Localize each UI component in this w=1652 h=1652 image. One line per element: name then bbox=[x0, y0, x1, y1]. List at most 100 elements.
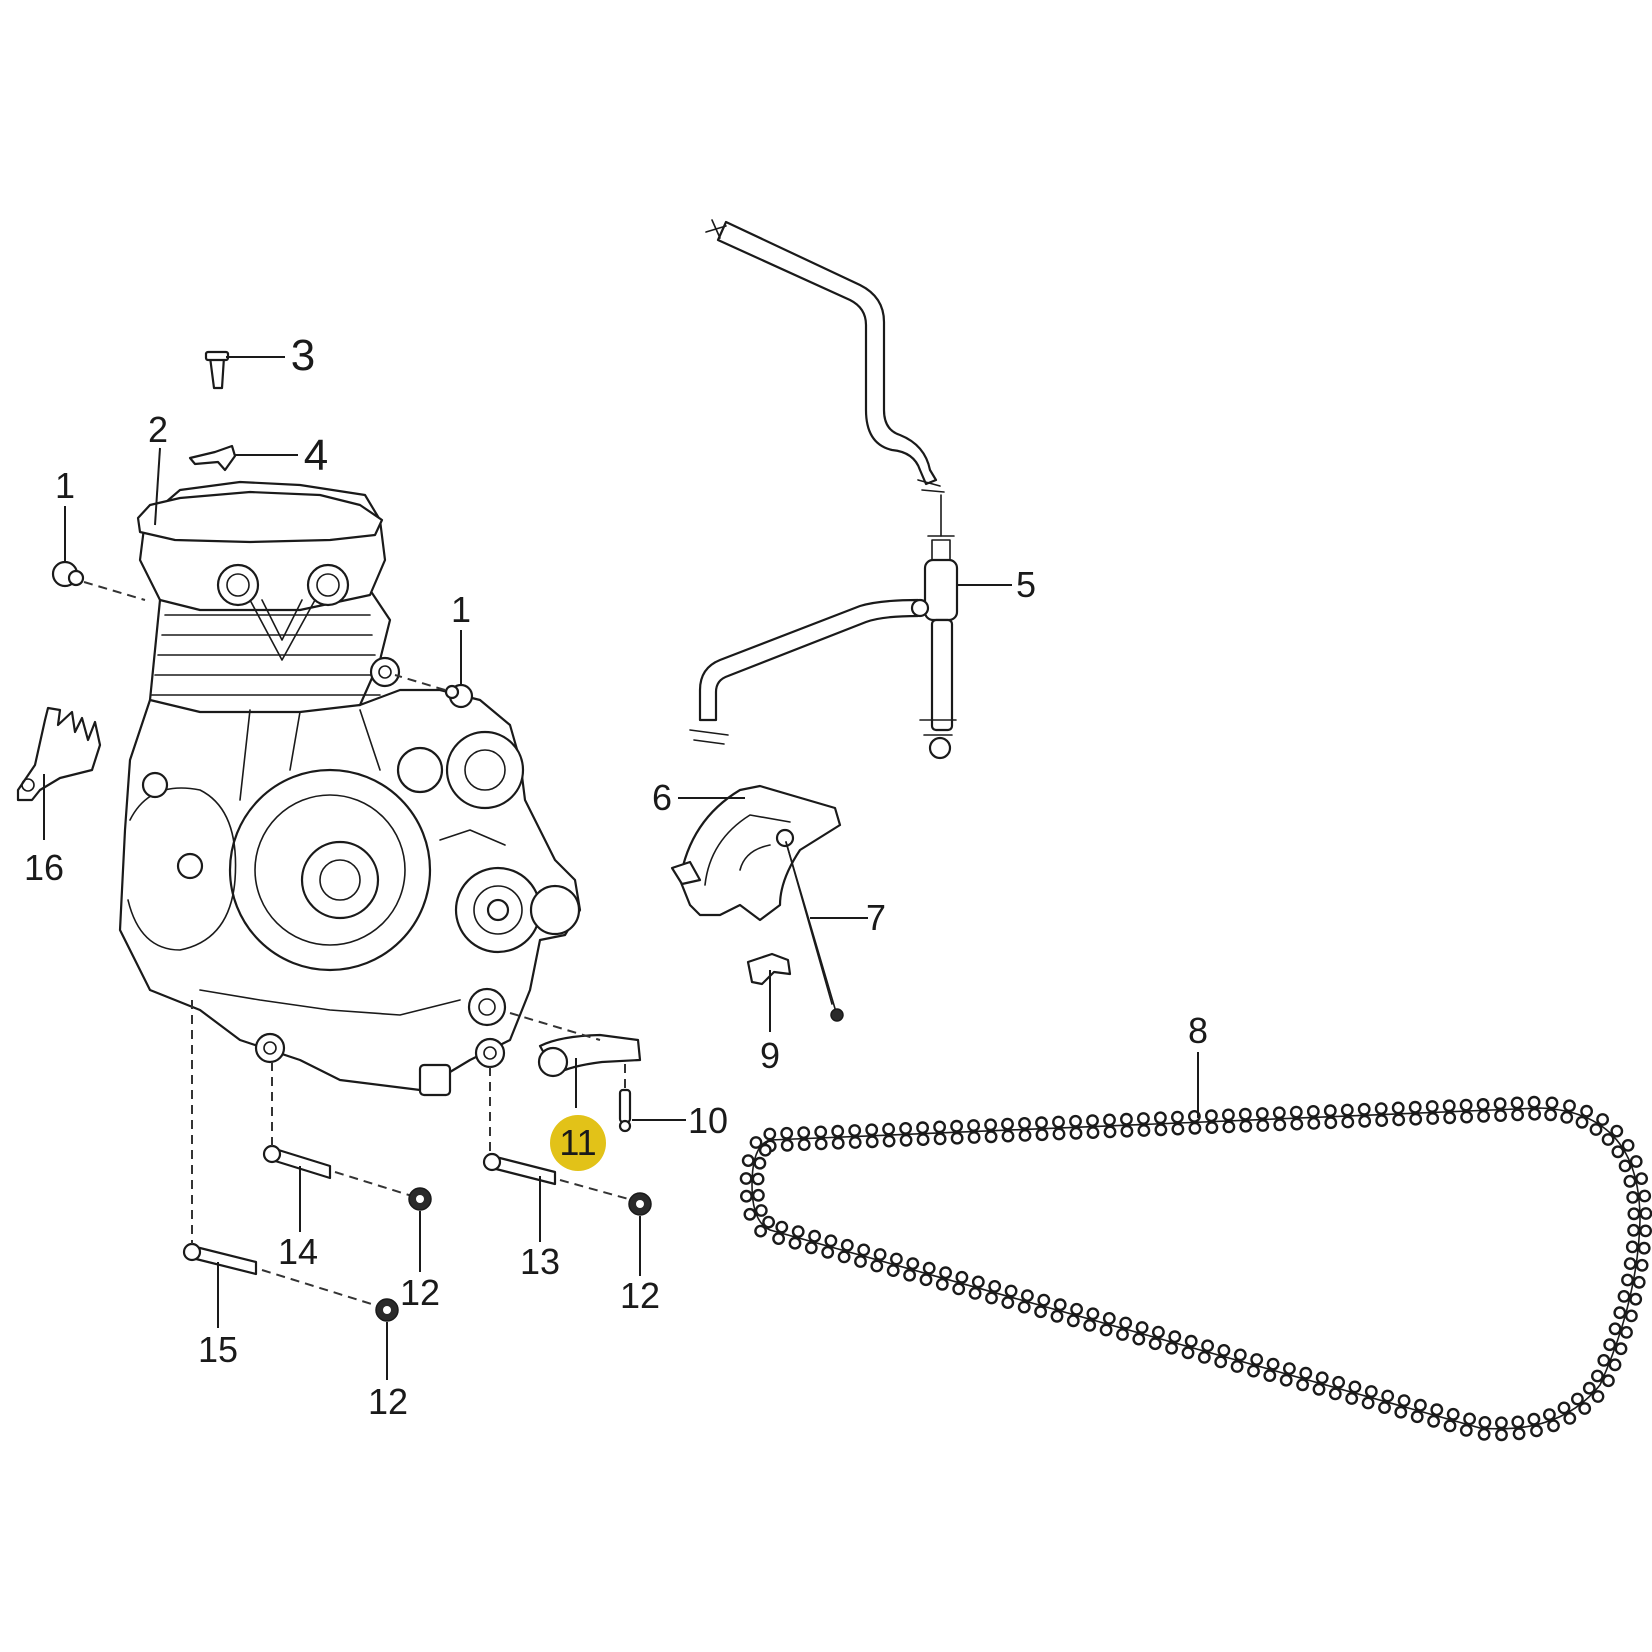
chain-link bbox=[1477, 1109, 1491, 1123]
chain-link bbox=[1152, 1325, 1165, 1339]
chain-link bbox=[967, 1131, 981, 1144]
part-12-nut-b bbox=[628, 1192, 652, 1216]
chain-link bbox=[1597, 1354, 1611, 1367]
chain-link bbox=[1069, 1126, 1083, 1140]
chain-link bbox=[1408, 1100, 1422, 1114]
chain-link bbox=[1148, 1337, 1162, 1351]
part-1-bolt-right bbox=[394, 674, 474, 709]
chain-link bbox=[1050, 1309, 1064, 1323]
chain-link bbox=[1256, 1119, 1270, 1132]
chain-link bbox=[1410, 1410, 1424, 1424]
chain-link bbox=[808, 1229, 821, 1243]
chain-link bbox=[1120, 1112, 1133, 1126]
chain-link bbox=[1035, 1128, 1049, 1142]
chain-link bbox=[1137, 1124, 1151, 1137]
chain-link bbox=[1272, 1106, 1286, 1120]
callout-12-b: 12 bbox=[620, 1275, 660, 1316]
engine-assembly bbox=[118, 480, 582, 1097]
chain-link bbox=[1116, 1328, 1129, 1341]
chain-link bbox=[1001, 1117, 1014, 1131]
chain-link bbox=[1230, 1360, 1244, 1373]
chain-link bbox=[1544, 1108, 1558, 1122]
chain-link bbox=[739, 1172, 753, 1185]
chain-link bbox=[1053, 1298, 1067, 1312]
callout-1-left: 1 bbox=[55, 465, 75, 506]
chain-link bbox=[1617, 1290, 1631, 1303]
chain-link bbox=[1052, 1115, 1065, 1129]
chain-link bbox=[882, 1122, 895, 1136]
chain-link bbox=[763, 1127, 777, 1141]
part-4-clip bbox=[188, 444, 237, 472]
chain-link bbox=[899, 1122, 912, 1135]
chain-link bbox=[743, 1207, 757, 1221]
callout-3: 3 bbox=[291, 331, 315, 380]
chain-link bbox=[1103, 1113, 1116, 1127]
chain-link bbox=[1266, 1357, 1280, 1371]
chain-link bbox=[1135, 1321, 1149, 1334]
chain-link bbox=[1217, 1344, 1231, 1357]
chain-link bbox=[1381, 1389, 1395, 1403]
callout-6: 6 bbox=[652, 777, 672, 818]
chain-link bbox=[1563, 1412, 1577, 1425]
chain-link bbox=[1527, 1412, 1541, 1426]
chain-links bbox=[739, 1095, 1652, 1442]
part-16-bracket bbox=[16, 706, 102, 802]
chain-link bbox=[1613, 1306, 1627, 1320]
chain-link bbox=[1627, 1207, 1641, 1221]
chain-link bbox=[1430, 1403, 1444, 1417]
chain-link bbox=[1602, 1374, 1615, 1388]
chain-link bbox=[1442, 1099, 1456, 1113]
part-10-bolt bbox=[618, 1064, 632, 1133]
chain-link bbox=[1621, 1273, 1634, 1287]
chain-link bbox=[1511, 1415, 1525, 1429]
chain-link bbox=[1627, 1223, 1641, 1237]
chain-link bbox=[1635, 1258, 1649, 1272]
chain-link bbox=[1427, 1414, 1441, 1428]
chain-link bbox=[1120, 1124, 1134, 1138]
chain-link bbox=[950, 1131, 964, 1145]
chain-link bbox=[1273, 1118, 1287, 1132]
callout-11: 11 bbox=[559, 1122, 596, 1163]
callout-labels: 1 1 2 3 4 5 6 7 8 9 10 11 12 12 12 13 14… bbox=[24, 331, 1208, 1422]
chain-link bbox=[1004, 1284, 1018, 1298]
chain-link bbox=[797, 1138, 811, 1152]
chain-link bbox=[1154, 1123, 1168, 1137]
chain-link bbox=[882, 1134, 896, 1148]
chain-link bbox=[1623, 1257, 1637, 1271]
chain-link bbox=[1361, 1396, 1375, 1410]
chain-link bbox=[1378, 1401, 1391, 1415]
chain-link bbox=[1358, 1114, 1372, 1128]
chain-link bbox=[754, 1224, 767, 1238]
chain-link bbox=[814, 1137, 828, 1151]
chain-link bbox=[1563, 1099, 1576, 1113]
part-11-shift-lever bbox=[509, 1012, 642, 1078]
chain-link bbox=[821, 1245, 835, 1259]
chain-link bbox=[1034, 1305, 1048, 1319]
chain-link bbox=[1596, 1113, 1610, 1126]
chain-link bbox=[1375, 1114, 1389, 1128]
chain-link bbox=[775, 1220, 789, 1234]
chain-link bbox=[1086, 1307, 1100, 1321]
chain-link bbox=[1001, 1129, 1015, 1143]
chain-link bbox=[1611, 1145, 1625, 1159]
chain-link bbox=[955, 1270, 969, 1284]
chain-link bbox=[824, 1234, 838, 1248]
chain-link bbox=[1168, 1330, 1182, 1344]
chain-link bbox=[1575, 1115, 1589, 1129]
chain-link bbox=[1197, 1351, 1211, 1364]
chain-link bbox=[804, 1241, 818, 1255]
part-1-bolt-left bbox=[51, 560, 146, 601]
chain-link bbox=[984, 1118, 997, 1132]
chain-link bbox=[1426, 1112, 1440, 1125]
chain-link bbox=[933, 1132, 947, 1146]
callout-14: 14 bbox=[278, 1231, 318, 1272]
chain-link bbox=[1443, 1419, 1457, 1433]
callout-1-right: 1 bbox=[451, 589, 471, 630]
chain-link bbox=[840, 1238, 854, 1252]
chain-link bbox=[1289, 1105, 1303, 1119]
chain-link bbox=[1459, 1098, 1473, 1112]
chain-link bbox=[968, 1287, 982, 1300]
callout-8: 8 bbox=[1188, 1010, 1208, 1051]
chain-link bbox=[1637, 1241, 1651, 1255]
chain-link bbox=[831, 1124, 845, 1138]
